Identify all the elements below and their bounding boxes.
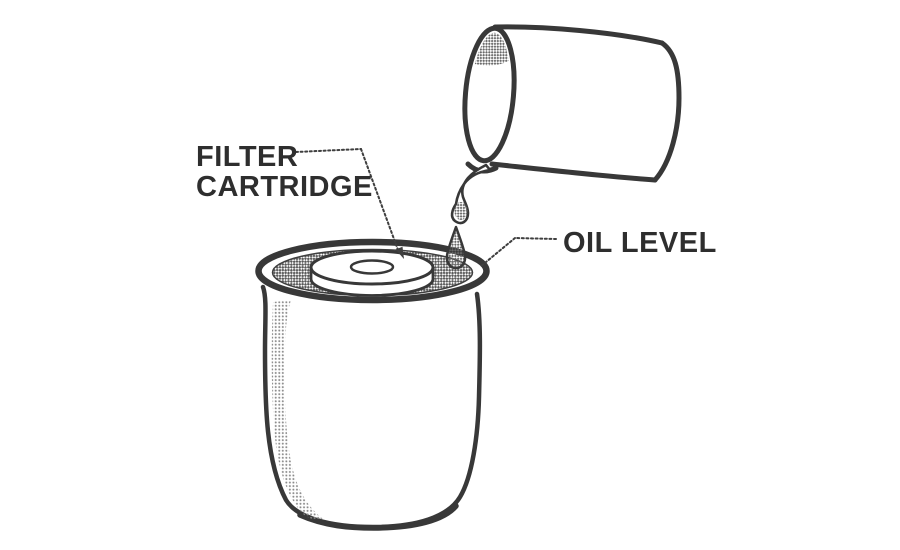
filter-body-shading: [271, 300, 323, 520]
oil-filter: [255, 225, 490, 531]
oil-level-label: OIL LEVEL: [563, 227, 717, 259]
filter-cartridge-arrowhead: [395, 246, 404, 259]
hanging-drop-shading: [454, 202, 468, 220]
oil-can-top-edge: [492, 24, 665, 46]
cartridge-center-hole: [349, 259, 395, 275]
filter-cartridge-leader-horizontal: [295, 148, 362, 153]
annotations: FILTER CARTRIDGE OIL LEVEL: [196, 141, 717, 268]
filter-body-bottom-edge: [297, 503, 459, 531]
oil-can: [450, 24, 682, 225]
oil-level-leader-horizontal: [514, 237, 557, 240]
filter-cartridge-leader-diagonal: [360, 148, 399, 251]
oil-can-right-end: [652, 40, 682, 183]
falling-drop: [445, 225, 467, 270]
filter-cartridge-label-line1: FILTER: [196, 141, 298, 173]
oil-level-leader-diagonal: [479, 237, 516, 268]
oil-can-bottom-edge: [489, 161, 658, 183]
filter-cartridge-label-line2: CARTRIDGE: [196, 171, 373, 203]
